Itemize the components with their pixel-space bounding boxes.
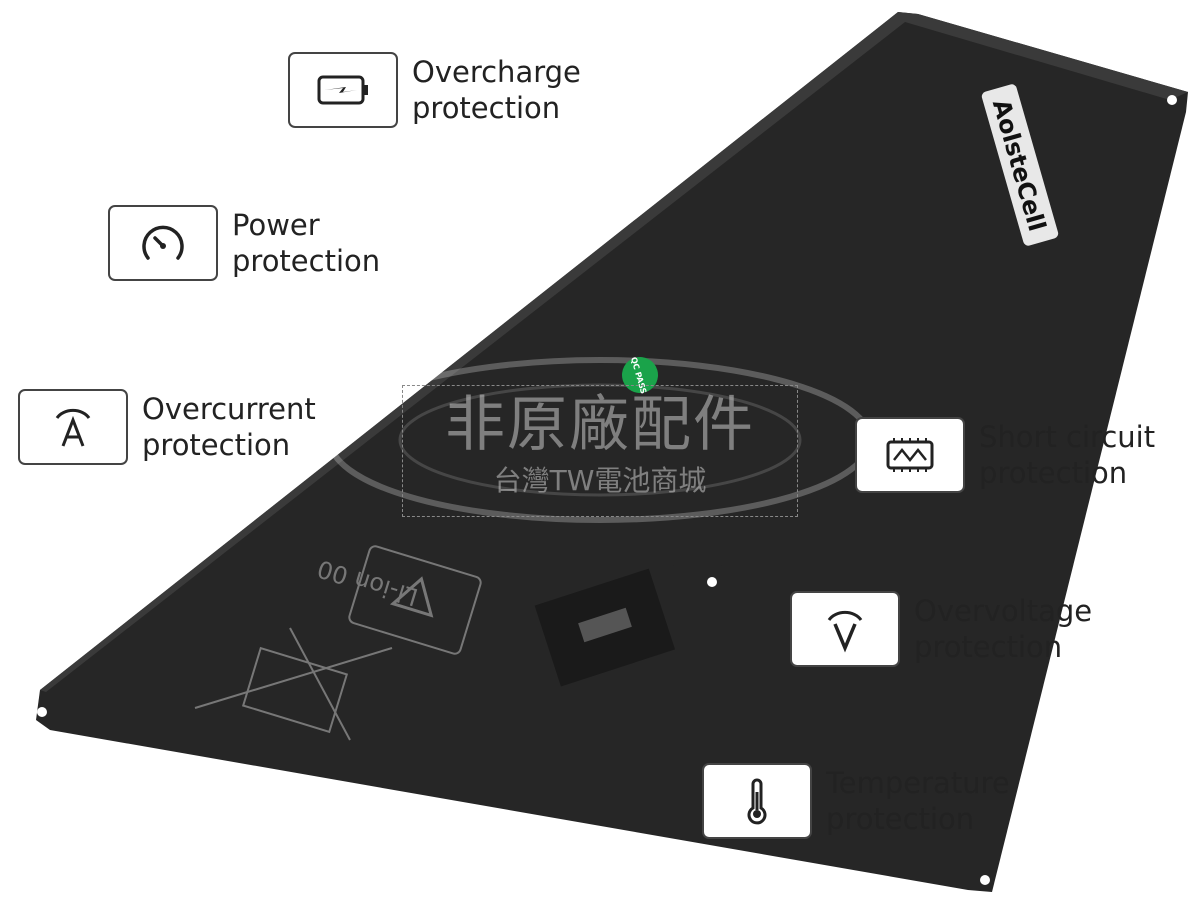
qc-pass-badge (622, 357, 658, 393)
voltage-v-icon (827, 610, 863, 653)
thermometer-icon (747, 778, 767, 825)
battery-body (36, 12, 1188, 892)
circuit-board-icon (886, 438, 934, 472)
current-a-icon (55, 408, 91, 447)
mounting-tab (37, 95, 1177, 885)
watermark: 非原廠配件 台灣TW電池商城 (402, 385, 798, 517)
weee-bin-icon (194, 627, 393, 741)
brand-label (981, 84, 1059, 246)
connector (534, 568, 676, 687)
recycle-icon (348, 545, 482, 655)
battery-charging-icon (317, 75, 368, 105)
gauge-icon (142, 225, 184, 260)
